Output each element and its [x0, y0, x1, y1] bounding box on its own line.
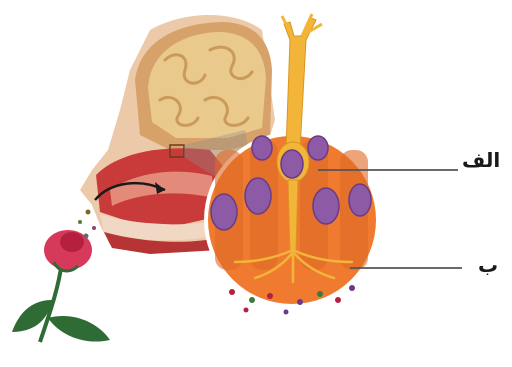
rose-leaf-2	[48, 316, 110, 342]
rose-bloom-inner	[60, 232, 84, 252]
neuron-axon	[284, 18, 316, 150]
neuron-dendrite	[288, 180, 298, 250]
label-a: الف	[462, 148, 500, 172]
label-b: ب	[478, 253, 498, 277]
rose	[12, 210, 110, 343]
cell-nucleus-center	[281, 150, 303, 178]
